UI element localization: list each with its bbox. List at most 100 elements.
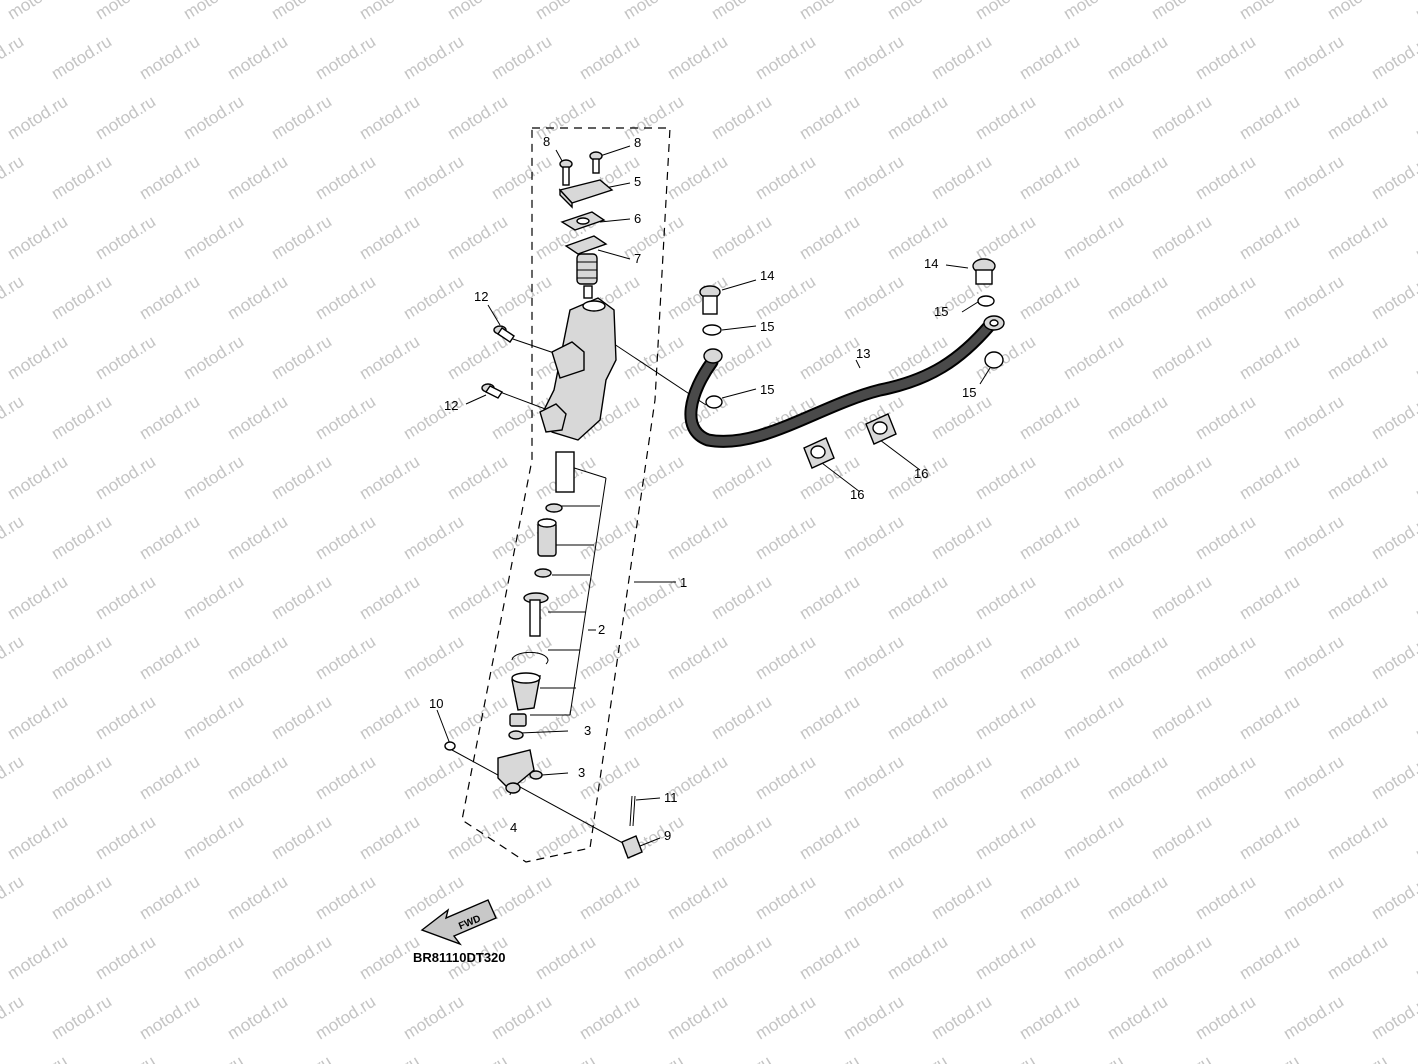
watermark-text: motod.ru bbox=[1324, 332, 1391, 384]
watermark-text: motod.ru bbox=[0, 512, 27, 564]
watermark-text: motod.ru bbox=[1236, 572, 1303, 624]
watermark-text: motod.ru bbox=[972, 452, 1039, 504]
watermark-text: motod.ru bbox=[180, 692, 247, 744]
watermark-text: motod.ru bbox=[136, 392, 203, 444]
part-washer-15-c bbox=[977, 295, 995, 307]
watermark-text: motod.ru bbox=[312, 32, 379, 84]
watermark-text: motod.ru bbox=[268, 92, 335, 144]
part-bolt-8-right bbox=[589, 151, 603, 174]
watermark-text: motod.ru bbox=[48, 392, 115, 444]
watermark-text: motod.ru bbox=[444, 212, 511, 264]
watermark-text: motod.ru bbox=[48, 752, 115, 804]
watermark-text: motod.ru bbox=[1148, 452, 1215, 504]
part-push-rod bbox=[523, 592, 549, 637]
watermark-text: motod.ru bbox=[840, 152, 907, 204]
watermark-text: motod.ru bbox=[928, 152, 995, 204]
watermark-text: motod.ru bbox=[1148, 0, 1215, 23]
watermark-text: motod.ru bbox=[1104, 872, 1171, 924]
watermark-text: motod.ru bbox=[400, 992, 467, 1044]
watermark-text: motod.ru bbox=[0, 272, 27, 324]
watermark-text: motod.ru bbox=[4, 92, 71, 144]
watermark-text: motod.ru bbox=[840, 992, 907, 1044]
watermark-text: motod.ru bbox=[48, 992, 115, 1044]
watermark-text: motod.ru bbox=[400, 32, 467, 84]
watermark-text: motod.ru bbox=[48, 152, 115, 204]
watermark-text: motod.ru bbox=[224, 632, 291, 684]
watermark-text: motod.ru bbox=[356, 572, 423, 624]
part-cotter-pin-11 bbox=[629, 795, 636, 827]
watermark-text: motod.ru bbox=[1280, 752, 1347, 804]
watermark-text: motod.ru bbox=[1280, 272, 1347, 324]
watermark-text: motod.ru bbox=[708, 932, 775, 984]
callout-9: 9 bbox=[664, 828, 671, 843]
watermark-text: motod.ru bbox=[752, 32, 819, 84]
watermark-text: motod.ru bbox=[1192, 152, 1259, 204]
watermark-text: motod.ru bbox=[92, 332, 159, 384]
watermark-text: motod.ru bbox=[48, 32, 115, 84]
part-diaphragm-plate-6 bbox=[560, 211, 606, 231]
watermark-text: motod.ru bbox=[1060, 932, 1127, 984]
watermark-text: motod.ru bbox=[620, 572, 687, 624]
assembly-boundary bbox=[461, 127, 671, 863]
watermark-text: motod.ru bbox=[312, 632, 379, 684]
watermark-text: motod.ru bbox=[224, 512, 291, 564]
watermark-text: motod.ru bbox=[268, 932, 335, 984]
watermark-text: motod.ru bbox=[4, 452, 71, 504]
watermark-text: motod.ru bbox=[48, 632, 115, 684]
watermark-text: motod.ru bbox=[4, 812, 71, 864]
part-joint-4 bbox=[497, 749, 535, 794]
watermark-text: motod.ru bbox=[356, 812, 423, 864]
watermark-text: motod.ru bbox=[1148, 932, 1215, 984]
watermark-text: motod.ru bbox=[532, 0, 599, 23]
watermark-text: motod.ru bbox=[4, 332, 71, 384]
watermark-text: motod.ru bbox=[796, 812, 863, 864]
watermark-text: motod.ru bbox=[488, 272, 555, 324]
watermark-text: motod.ru bbox=[268, 692, 335, 744]
watermark-text: motod.ru bbox=[224, 872, 291, 924]
watermark-text: motod.ru bbox=[1368, 32, 1418, 84]
watermark-text: motod.ru bbox=[1324, 452, 1391, 504]
watermark-text: motod.ru bbox=[1192, 992, 1259, 1044]
watermark-text: motod.ru bbox=[444, 0, 511, 23]
watermark-text: motod.ru bbox=[1412, 212, 1418, 264]
callout-14-left: 14 bbox=[760, 268, 774, 283]
part-washer-10 bbox=[444, 741, 456, 751]
part-diaphragm-7 bbox=[564, 235, 608, 299]
watermark-text: motod.ru bbox=[1016, 752, 1083, 804]
watermark-text: motod.ru bbox=[1104, 632, 1171, 684]
watermark-text: motod.ru bbox=[1104, 392, 1171, 444]
watermark-text: motod.ru bbox=[136, 992, 203, 1044]
watermark-text: motod.ru bbox=[400, 752, 467, 804]
watermark-text: motod.ru bbox=[1368, 392, 1418, 444]
watermark-text: motod.ru bbox=[1016, 32, 1083, 84]
leader-lines bbox=[436, 145, 991, 849]
watermark-text: motod.ru bbox=[356, 1052, 423, 1064]
watermark-text: motod.ru bbox=[928, 32, 995, 84]
watermark-text: motod.ru bbox=[312, 272, 379, 324]
part-piston bbox=[537, 518, 557, 557]
watermark-text: motod.ru bbox=[1192, 392, 1259, 444]
watermark-text: motod.ru bbox=[400, 512, 467, 564]
watermark-text: motod.ru bbox=[1016, 872, 1083, 924]
watermark-text: motod.ru bbox=[1060, 572, 1127, 624]
watermark-text: motod.ru bbox=[268, 1052, 335, 1064]
watermark-text: motod.ru bbox=[92, 932, 159, 984]
watermark-text: motod.ru bbox=[312, 512, 379, 564]
watermark-text: motod.ru bbox=[268, 0, 335, 23]
watermark-text: motod.ru bbox=[1280, 512, 1347, 564]
watermark-text: motod.ru bbox=[1060, 452, 1127, 504]
watermark-text: motod.ru bbox=[1280, 32, 1347, 84]
watermark-text: motod.ru bbox=[356, 452, 423, 504]
watermark-text: motod.ru bbox=[532, 932, 599, 984]
watermark-text: motod.ru bbox=[180, 212, 247, 264]
watermark-text: motod.ru bbox=[1060, 692, 1127, 744]
watermark-text: motod.ru bbox=[1148, 1052, 1215, 1064]
watermark-text: motod.ru bbox=[1104, 512, 1171, 564]
watermark-text: motod.ru bbox=[224, 32, 291, 84]
callout-2: 2 bbox=[598, 622, 605, 637]
watermark-text: motod.ru bbox=[752, 992, 819, 1044]
watermark-text: motod.ru bbox=[1280, 392, 1347, 444]
watermark-text: motod.ru bbox=[4, 212, 71, 264]
part-washer-15-b bbox=[705, 395, 723, 409]
watermark-text: motod.ru bbox=[1412, 1052, 1418, 1064]
